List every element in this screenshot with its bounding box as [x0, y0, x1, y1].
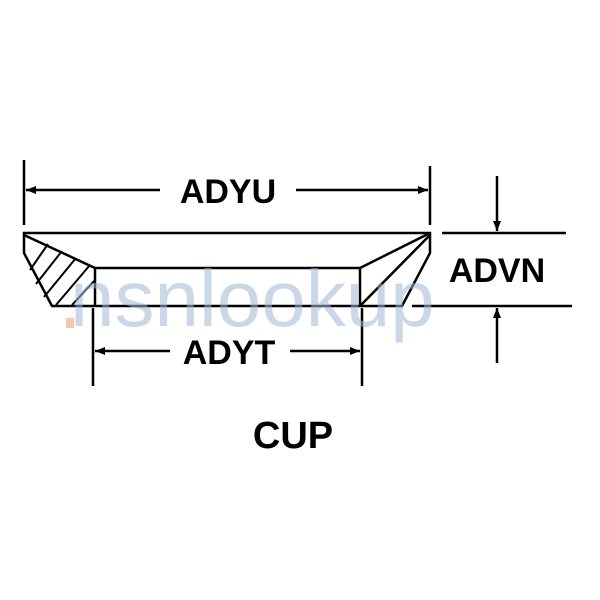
label-adyt: ADYT	[183, 334, 276, 372]
cup-inner-top	[23, 231, 431, 270]
cup-right-section	[359, 234, 431, 307]
watermark: nsnlookup	[70, 254, 435, 343]
label-adyu: ADYU	[180, 173, 276, 211]
label-advn: ADVN	[449, 252, 545, 290]
watermark-dot	[66, 318, 74, 328]
section-hatching	[29, 243, 96, 306]
caption-cup: CUP	[253, 415, 333, 457]
